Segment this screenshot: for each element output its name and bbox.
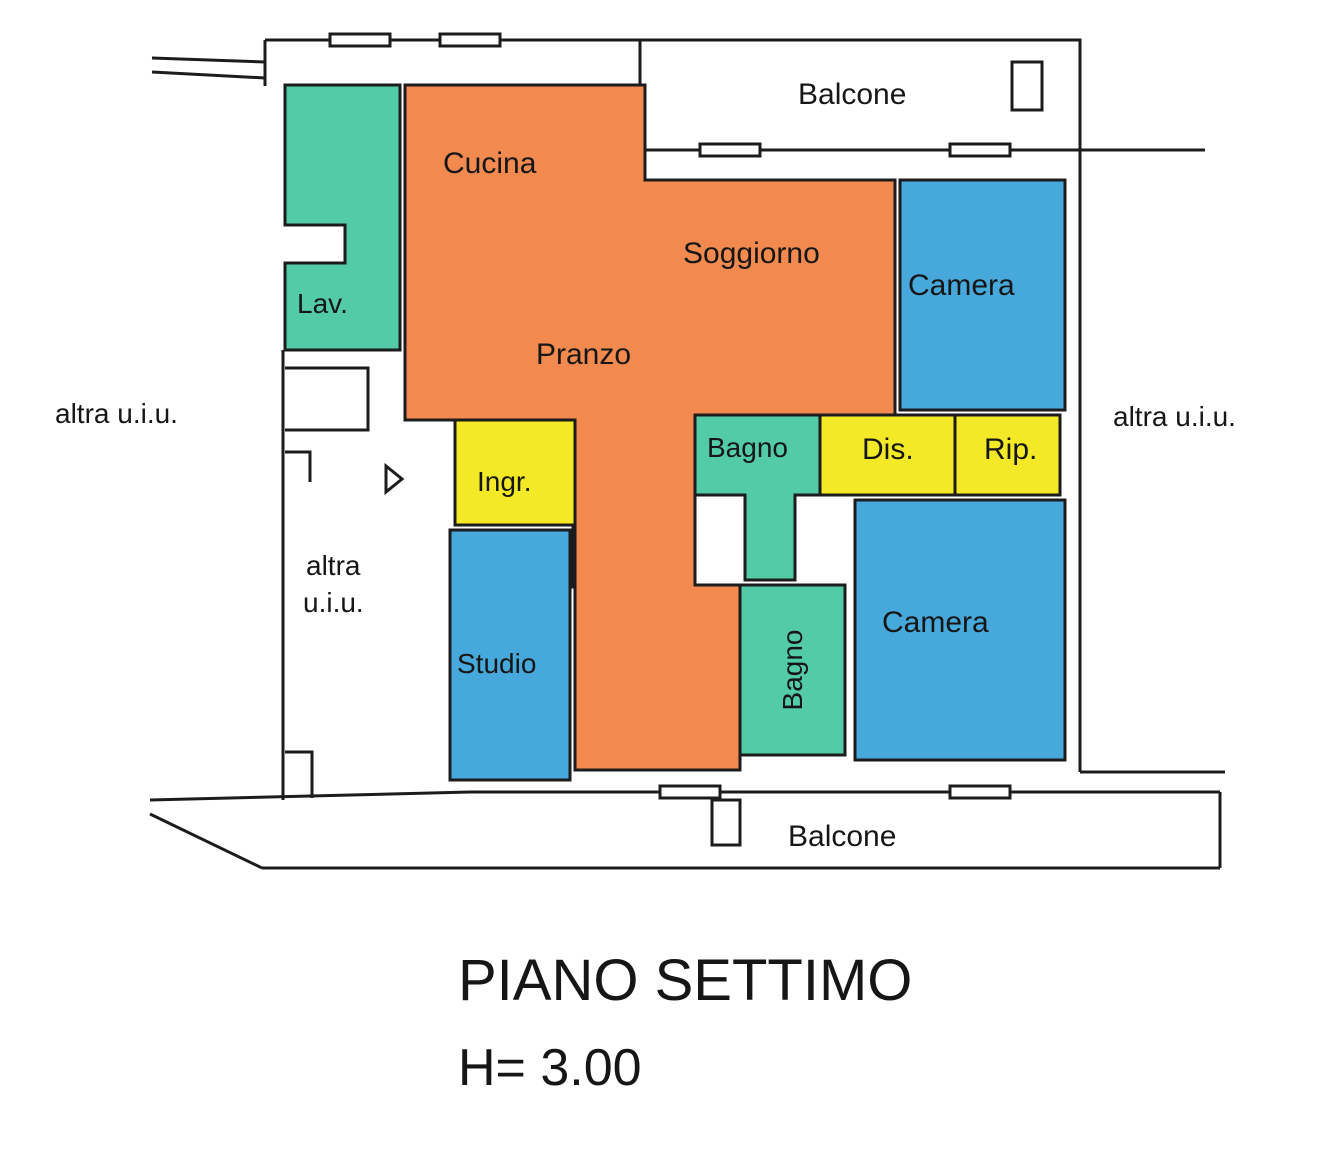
balcony-bottom-label: Balcone	[788, 820, 896, 853]
labels: Balcone Cucina Soggiorno Pranzo Lav. Cam…	[55, 78, 1236, 1097]
break-line-bottom-left-2	[149, 812, 263, 870]
rooms	[283, 83, 1067, 782]
wall-corridor-niche-bottom	[285, 750, 314, 798]
wall-corridor-niche-mid	[285, 450, 312, 482]
room-lav	[283, 83, 402, 352]
room-camera-bottom	[853, 498, 1067, 762]
wall-corridor-niche-top	[285, 366, 370, 432]
door-arrow-icon	[384, 462, 405, 496]
annotation-middle-line2: u.i.u.	[303, 587, 364, 618]
balcony-top-fixture-icon	[1010, 60, 1044, 112]
room-ingr-label: Ingr.	[477, 466, 531, 497]
room-soggiorno-label: Soggiorno	[683, 237, 820, 270]
room-lav-label: Lav.	[297, 288, 348, 319]
room-bagno-bottom-label: Bagno	[777, 630, 808, 711]
room-bagno-top	[693, 413, 822, 582]
break-line-top-left-1	[151, 56, 266, 64]
balcony-bottom-fixture-icon	[710, 798, 742, 847]
break-line-top-left-2	[151, 70, 266, 80]
window-balcony-bottom-2	[948, 784, 1012, 800]
room-rip-label: Rip.	[984, 433, 1037, 466]
window-balcony-top-1	[698, 142, 762, 158]
caption-height: H= 3.00	[458, 1039, 642, 1097]
annotation-middle-line1: altra	[306, 550, 361, 581]
room-ingr	[453, 418, 577, 527]
caption-floor: PIANO SETTIMO	[458, 948, 912, 1013]
window-top-1	[328, 32, 392, 48]
room-pranzo-label: Pranzo	[536, 338, 631, 371]
window-top-2	[438, 32, 502, 48]
break-line-bottom-left-1	[149, 790, 471, 802]
window-balcony-top-2	[948, 142, 1012, 158]
room-bagno-bottom	[738, 583, 847, 757]
window-balcony-bottom-1	[658, 784, 722, 800]
annotation-left: altra u.i.u.	[55, 398, 178, 429]
room-bagno-top-label: Bagno	[707, 432, 788, 463]
room-cucina-label: Cucina	[443, 147, 537, 180]
room-camera-top-label: Camera	[908, 269, 1015, 302]
room-dis-label: Dis.	[862, 433, 914, 466]
balcony-top-label: Balcone	[798, 78, 906, 111]
room-camera-top	[898, 178, 1067, 412]
annotation-right: altra u.i.u.	[1113, 401, 1236, 432]
room-studio-label: Studio	[457, 648, 536, 679]
room-camera-bottom-label: Camera	[882, 606, 989, 639]
room-dis-rip	[818, 413, 1062, 497]
room-studio	[448, 528, 572, 782]
